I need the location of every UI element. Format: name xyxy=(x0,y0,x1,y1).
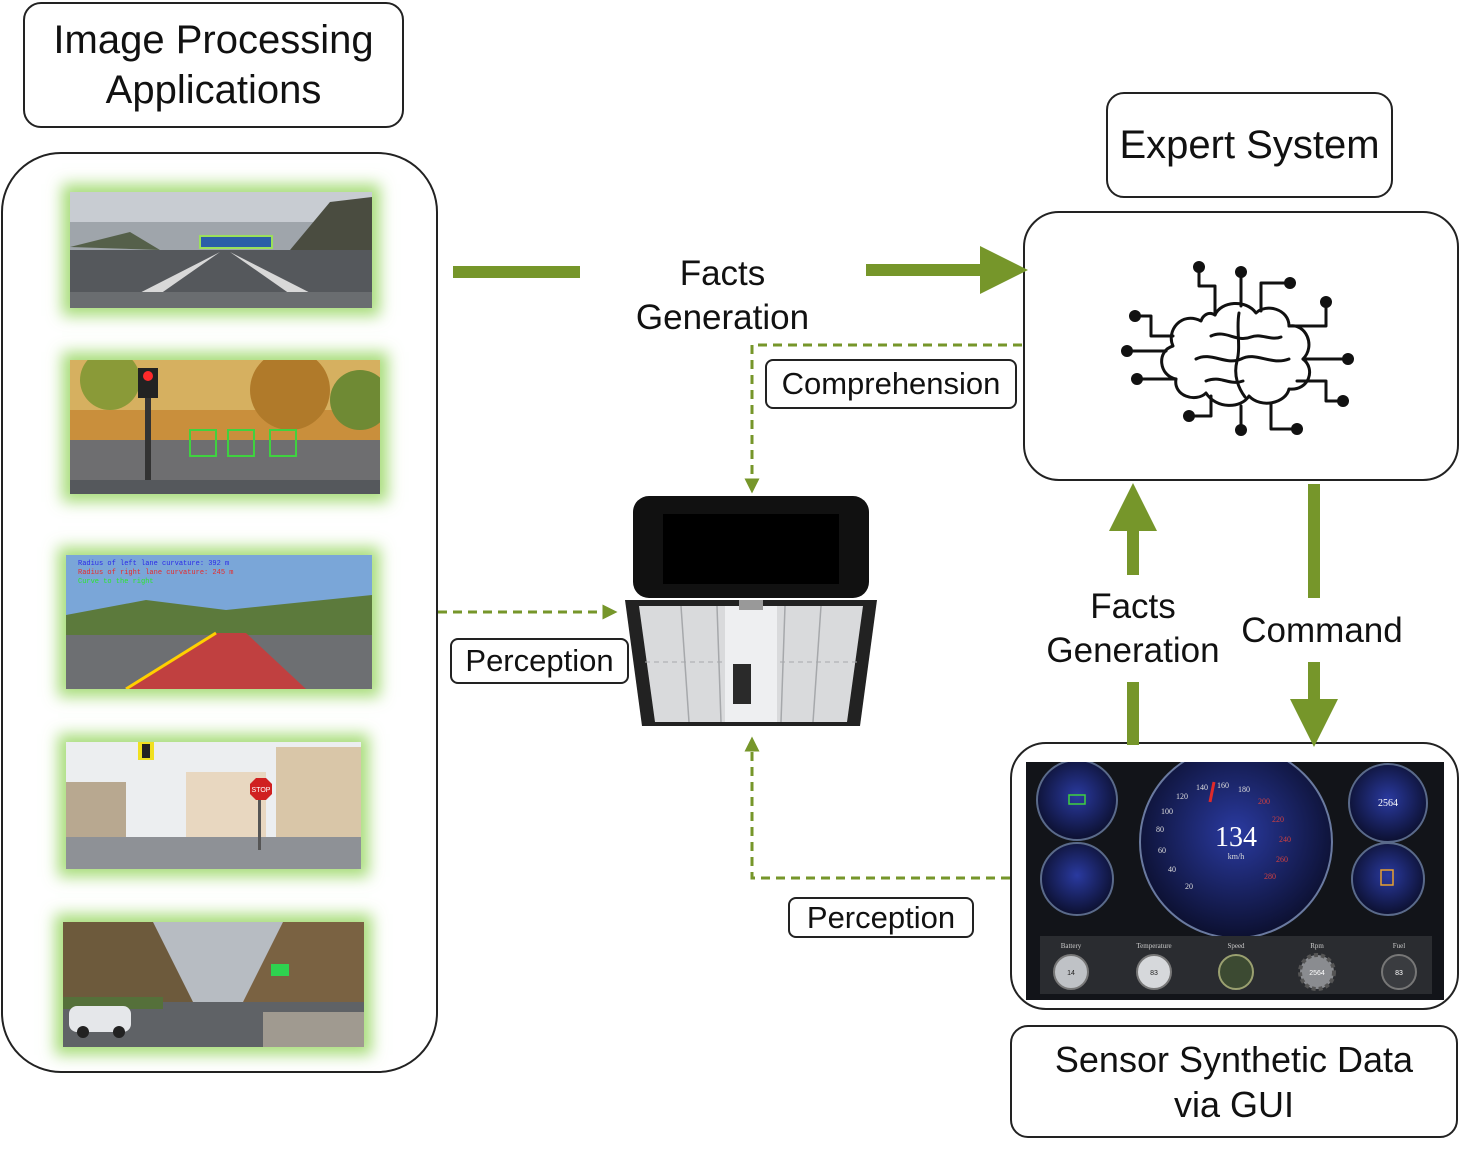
bottom-label-battery: Battery xyxy=(1061,942,1082,950)
expert-system-title: Expert System xyxy=(1119,123,1380,167)
bottom-label-temperature: Temperature xyxy=(1136,942,1171,950)
battery-gauge xyxy=(1036,762,1118,841)
scene-car-road xyxy=(63,922,364,1047)
scene-highway-sign xyxy=(70,192,372,308)
speed-tick-100: 100 xyxy=(1161,807,1173,816)
speed-tick-180: 180 xyxy=(1238,785,1250,794)
speed-tick-260: 260 xyxy=(1276,855,1288,864)
lane-text-left: Radius of left lane curvature: 392 m xyxy=(78,560,229,568)
rpm-gauge-value: 2564 xyxy=(1378,798,1398,809)
expert-system-panel xyxy=(1023,211,1459,481)
temperature-gauge xyxy=(1040,842,1114,916)
speed-needle xyxy=(1208,781,1216,803)
bottom-value-rpm: 2564 xyxy=(1309,970,1325,977)
expert-system-title-box: Expert System xyxy=(1106,92,1393,198)
perception-bottom-arrow xyxy=(744,736,1010,880)
brain-circuit-icon xyxy=(1121,261,1354,436)
scene-car-road-image xyxy=(63,922,364,1047)
speed-tick-220: 220 xyxy=(1272,815,1284,824)
scene-highway-sign-image xyxy=(70,192,372,308)
bottom-value-temperature: 83 xyxy=(1150,970,1158,977)
speed-unit: km/h xyxy=(1228,852,1244,861)
central-device xyxy=(625,496,877,728)
bottom-fuel-knob xyxy=(1381,954,1417,990)
bottom-label-fuel: Fuel xyxy=(1393,942,1406,950)
scene-traffic-lights: STOP xyxy=(66,742,361,869)
battery-gauge-icon xyxy=(1068,794,1086,805)
fuel-gauge xyxy=(1351,842,1425,916)
central-device-image xyxy=(625,496,877,726)
bottom-speed-knob xyxy=(1218,954,1254,990)
bottom-temperature-knob xyxy=(1136,954,1172,990)
bottom-label-speed: Speed xyxy=(1227,942,1245,950)
comprehension-label: Comprehension xyxy=(765,359,1017,409)
perception-bottom-label: Perception xyxy=(788,897,974,938)
command-label: Command xyxy=(1241,611,1403,650)
comprehension-arrow xyxy=(744,343,1022,494)
bottom-label-rpm: Rpm xyxy=(1310,942,1324,950)
bottom-rpm-knob xyxy=(1298,953,1336,991)
stop-sign-shape xyxy=(250,778,272,800)
bottom-value-fuel: 83 xyxy=(1395,970,1403,977)
bottom-battery-knob xyxy=(1053,954,1089,990)
speed-tick-140: 140 xyxy=(1196,783,1208,792)
speed-tick-labels: 20 40 60 80 100 120 140 160 180 200 220 … xyxy=(1156,781,1291,891)
speed-value: 134 xyxy=(1215,822,1257,853)
speed-tick-80: 80 xyxy=(1156,825,1164,834)
speed-tick-280: 280 xyxy=(1264,872,1276,881)
facts-generation-top-label: Facts Generation xyxy=(590,252,855,340)
scene-lane-detection: Radius of left lane curvature: 392 m Rad… xyxy=(66,555,372,689)
dashboard-screen: 20 40 60 80 100 120 140 160 180 200 220 … xyxy=(1026,762,1444,1000)
sensor-title-box: Sensor Synthetic Data via GUI xyxy=(1010,1025,1458,1138)
dashboard-image: 20 40 60 80 100 120 140 160 180 200 220 … xyxy=(1036,762,1432,994)
speed-tick-60: 60 xyxy=(1158,846,1166,855)
facts-generation-right-label: Facts Generation xyxy=(1046,587,1220,670)
lane-text-right: Radius of right lane curvature: 245 m xyxy=(78,569,233,577)
scene-lane-detection-image: Radius of left lane curvature: 392 m Rad… xyxy=(66,555,372,689)
speed-tick-160: 160 xyxy=(1217,781,1229,790)
perception-left-label: Perception xyxy=(450,638,629,684)
scene-pedestrians-image xyxy=(70,360,380,494)
speed-tick-120: 120 xyxy=(1176,792,1188,801)
image-processing-title: Image Processing Applications xyxy=(53,18,374,112)
bottom-value-battery: 14 xyxy=(1067,970,1075,977)
speed-tick-20: 20 xyxy=(1185,882,1193,891)
fuel-gauge-icon xyxy=(1380,869,1394,886)
stop-sign-text: STOP xyxy=(252,787,271,794)
speed-tick-200: 200 xyxy=(1258,797,1270,806)
image-processing-title-box: Image Processing Applications xyxy=(23,2,404,128)
speed-tick-40: 40 xyxy=(1168,865,1176,874)
scene-pedestrians xyxy=(70,360,380,494)
sensor-title: Sensor Synthetic Data via GUI xyxy=(1054,1038,1414,1125)
speed-tick-240: 240 xyxy=(1279,835,1291,844)
lane-text-curve: Curve to the right xyxy=(78,578,154,586)
scene-traffic-lights-image: STOP xyxy=(66,742,361,869)
